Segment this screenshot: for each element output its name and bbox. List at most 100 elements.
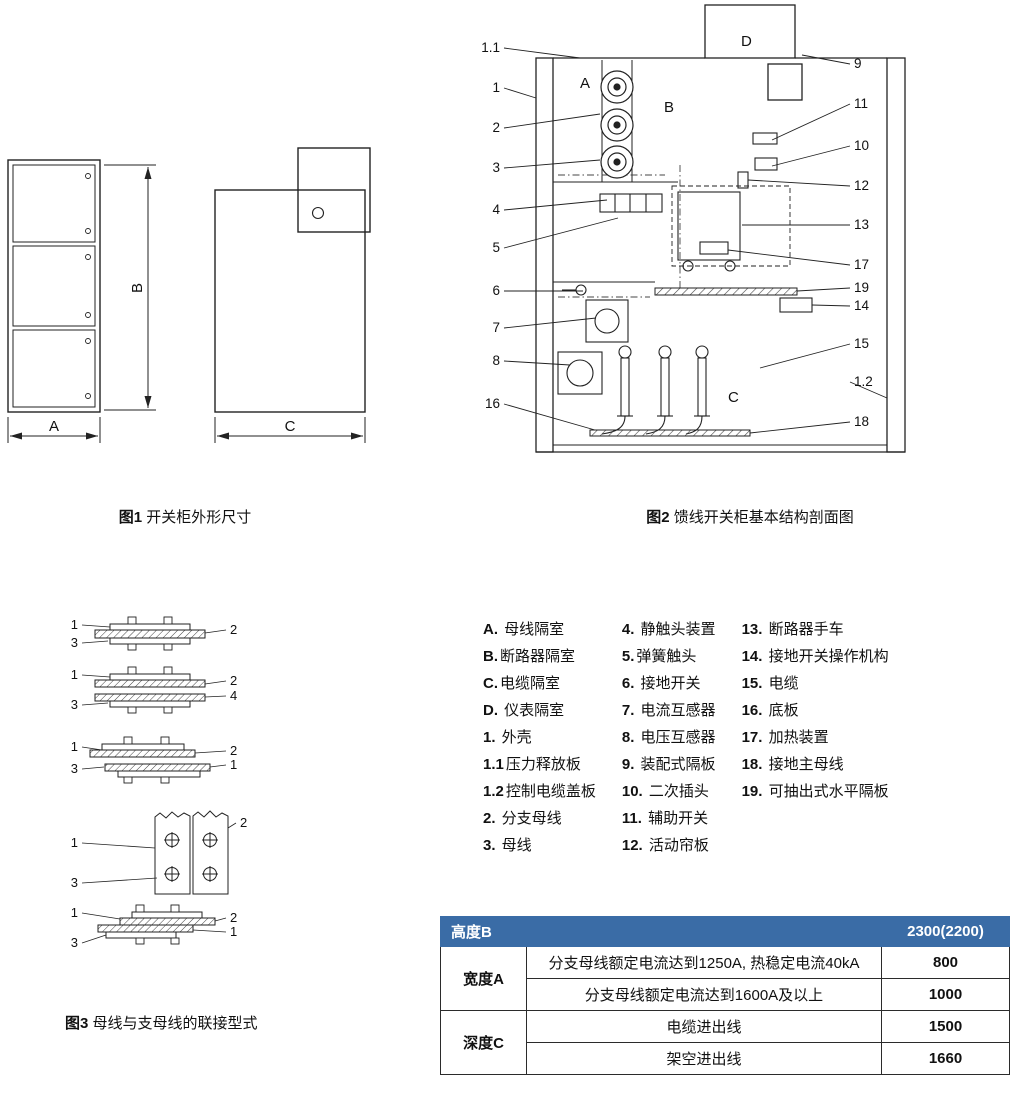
legend-item: 3. 母线 [483,832,596,859]
callout-label: 11 [854,96,868,111]
legend-key: 3. [483,837,496,854]
legend-key: 17. [741,729,763,746]
table-group-width-a: 宽度A [440,946,527,1011]
legend-item: 5.弹簧触头 [622,643,716,670]
dim-label-c: C [285,418,296,435]
legend-item: 1. 外壳 [483,724,596,751]
joint-type-2: 1 2 4 3 [71,666,237,714]
legend-item: 10. 二次插头 [622,778,716,805]
figure3-caption: 图3 母线与支母线的联接型式 [65,1012,258,1033]
legend-item: 18. 接地主母线 [742,751,889,778]
callout-label: 16 [485,396,500,411]
legend-key: 8. [621,729,635,746]
callout-label: 1 [71,905,78,920]
legend-key: 5. [621,648,635,665]
legend-key: 19. [741,783,763,800]
left-callout-lines [503,47,619,431]
legend-text: 装配式隔板 [636,756,716,773]
dimension-labels: B A C [49,283,296,435]
legend-key: 13. [741,621,763,638]
dim-label-b: B [129,283,146,293]
legend-text: 二次插头 [644,783,709,800]
legend-item: 6. 接地开关 [622,670,716,697]
legend-key: 12. [621,837,643,854]
legend-text: 加热装置 [764,729,829,746]
legend-text: 母线 [497,837,532,854]
legend-text: 弹簧触头 [636,648,697,665]
callout-label: 1 [230,757,237,772]
dim-label-a: A [49,418,59,435]
legend-item: 2. 分支母线 [483,805,596,832]
cabinet-outline [535,4,906,453]
legend-text: 控制电缆盖板 [505,783,596,800]
callout-label: 2 [492,120,500,135]
legend-item: 14. 接地开关操作机构 [742,643,889,670]
labels: 1 2 4 3 [71,667,237,712]
figure2-caption-label: 图2 [646,509,670,526]
legend-item: 11. 辅助开关 [622,805,716,832]
legend-key: D. [483,702,498,719]
legend-item: 7. 电流互感器 [622,697,716,724]
legend-text: 母线隔室 [500,621,565,638]
table-header-height: 高度B [440,916,527,947]
table-row: 分支母线额定电流达到1600A及以上 1000 [441,978,1010,1011]
legend-text: 电缆隔室 [500,675,561,692]
legend-column-2: 4. 静触头装置 5.弹簧触头 6. 接地开关 7. 电流互感器 8. 电压互感… [622,616,716,859]
legend-text: 静触头装置 [636,621,716,638]
callout-label: 3 [71,935,78,950]
callout-label: 3 [492,160,500,175]
table-desc: 分支母线额定电流达到1600A及以上 [526,978,882,1011]
right-callout-lines [727,54,888,434]
joint-type-1: 1 2 3 [71,616,237,651]
callout-label: 3 [71,875,78,890]
callout-label: 1 [71,667,78,682]
callout-label: 1.1 [481,40,500,55]
legend-text: 外壳 [497,729,532,746]
secondary-devices [737,132,813,313]
cable-terminations [601,345,710,435]
callout-label: 14 [854,298,870,313]
breaker-assembly [599,185,791,272]
callout-label: 1 [230,924,237,939]
callout-label: 15 [854,336,869,351]
table-desc: 分支母线额定电流达到1250A, 热稳定电流40kA [526,946,882,979]
legend-item: 4. 静触头装置 [622,616,716,643]
busbar-bushings [600,70,634,179]
callout-label: 8 [492,353,500,368]
legend-text: 电压互感器 [636,729,716,746]
callout-label: 2 [230,743,237,758]
legend-key: 11. [621,810,642,827]
legend-text: 断路器手车 [764,621,844,638]
legend-text: 接地开关操作机构 [764,648,889,665]
callout-label: 2 [240,815,247,830]
right-callout-labels: 9 11 10 12 13 17 19 14 15 1.2 18 [854,56,873,429]
legend-key: 9. [621,756,635,773]
bolts [127,666,173,714]
legend-key: 1.1 [483,756,504,773]
figure2-caption: 图2 馈线开关柜基本结构剖面图 [585,506,915,527]
bottom-plate [589,429,751,437]
figure3-caption-label: 图3 [65,1015,89,1032]
leader-lines [81,674,227,706]
compartment-c-label: C [728,389,739,406]
callout-label: 12 [854,178,869,193]
callout-label: 1 [71,617,78,632]
callout-label: 2 [230,673,237,688]
joint-type-5: 1 2 1 3 [71,904,237,950]
leader-lines [81,746,227,770]
table-header-value: 2300(2200) [881,916,1010,947]
compartment-a-label: A [580,75,590,92]
leader-lines [81,624,227,644]
horizontal-partition [654,287,798,296]
legend-text: 分支母线 [497,810,562,827]
dimension-lines [7,164,366,443]
table-header-spacer [526,916,882,947]
bolts [135,904,180,945]
legend-item: 17. 加热装置 [742,724,889,751]
leader-lines [81,912,227,944]
legend-item: 16. 底板 [742,697,889,724]
left-callout-labels: 1.1 1 2 3 4 5 6 7 8 16 [481,40,500,411]
legend-column-1: A. 母线隔室 B.断路器隔室 C.电缆隔室 D. 仪表隔室 1. 外壳 1.1… [483,616,596,859]
